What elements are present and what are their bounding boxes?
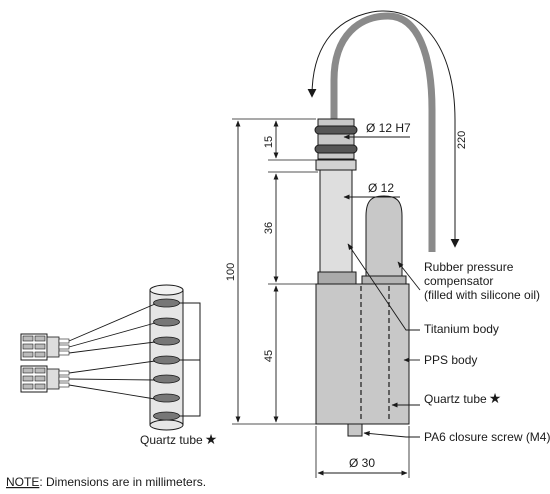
pps-body (315, 283, 410, 425)
dim-12h7: Ø 12 H7 (366, 121, 411, 135)
label-pps: PPS body (424, 353, 477, 367)
dim-15: 15 (263, 136, 275, 148)
connector-block-upper (20, 333, 70, 361)
dim-45: 45 (263, 350, 275, 362)
compensator-cap (361, 275, 407, 285)
quartz-disc (153, 393, 180, 403)
leader-pa6 (363, 431, 420, 438)
dim-220: 220 (456, 131, 468, 149)
dim-36: 36 (263, 222, 275, 234)
connector-neck (315, 159, 357, 171)
o-ring-upper (314, 125, 358, 135)
label-rubber-line2: compensator (424, 274, 493, 288)
wire (68, 360, 156, 374)
cable-length-arrow (307, 10, 460, 248)
label-rubber-line3: (filled with silicone oil) (424, 288, 540, 302)
wire (68, 303, 156, 342)
star-icon: ★ (205, 431, 218, 447)
quartz-disc (153, 374, 180, 384)
quartz-tube-top (149, 284, 184, 296)
label-pa6: PA6 closure screw (M4) (424, 430, 550, 444)
quartz-disc (153, 298, 180, 308)
rubber-compensator (365, 195, 403, 285)
dim-12: Ø 12 (368, 181, 394, 195)
o-ring-lower (314, 144, 358, 154)
quartz-disc (153, 317, 180, 327)
quartz-disc (153, 336, 180, 346)
titanium-tube (319, 169, 353, 275)
cable (330, 12, 436, 252)
note: NOTE: Dimensions are in millimeters. (6, 475, 206, 489)
label-titanium: Titanium body (424, 322, 499, 336)
wire (68, 384, 156, 400)
leader-rubber (397, 261, 421, 291)
note-text: : Dimensions are in millimeters. (39, 475, 206, 489)
closure-screw (347, 423, 363, 437)
dim-100: 100 (225, 263, 237, 281)
dim-30: Ø 30 (349, 456, 375, 470)
quartz-disc (153, 411, 180, 421)
quartz-tube-bottom (149, 419, 184, 431)
titanium-collar (317, 271, 357, 285)
wire (68, 341, 156, 354)
connector-block-lower (20, 365, 70, 393)
label-rubber-line1: Rubber pressure (424, 260, 514, 274)
wire (68, 322, 156, 348)
leader-titanium (347, 243, 420, 331)
star-icon: ★ (489, 390, 502, 406)
quartz-disc (153, 355, 180, 365)
label-quartz-right: Quartz tube★ (424, 390, 501, 406)
quartz-tube-detail (20, 284, 201, 431)
note-prefix: NOTE (6, 475, 39, 489)
label-quartz-left: Quartz tube★ (140, 431, 217, 447)
wire (68, 378, 156, 381)
